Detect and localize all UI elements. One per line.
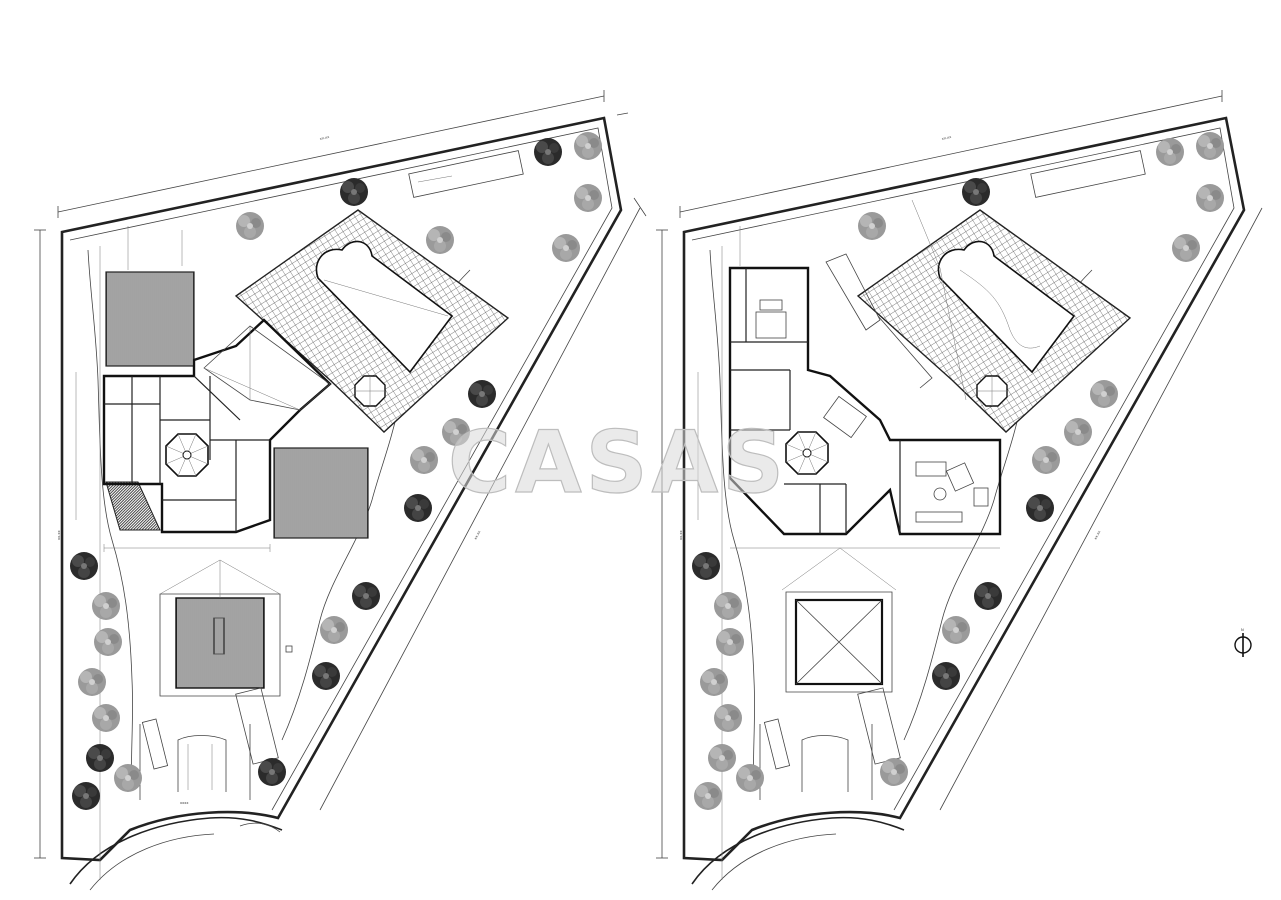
svg-text:xx.xx: xx.xx [319, 135, 330, 141]
site-plan-ground-floor: xx.xx xx.xx xx.xx xxxx [34, 90, 647, 891]
svg-text:N: N [1241, 628, 1244, 632]
site-plan-upper-floor: xx.xx xx.xx xx.xx [656, 90, 1263, 891]
svg-text:xxxx: xxxx [180, 801, 189, 805]
svg-text:xx.xx: xx.xx [941, 135, 952, 141]
watermark-text: CASAS [448, 413, 788, 513]
north-arrow-icon: N [1234, 628, 1252, 657]
svg-text:xx.xx: xx.xx [57, 529, 61, 540]
svg-text:xx.xx: xx.xx [473, 529, 481, 540]
svg-text:xx.xx: xx.xx [1093, 529, 1101, 540]
svg-text:xx.xx: xx.xx [679, 529, 683, 540]
